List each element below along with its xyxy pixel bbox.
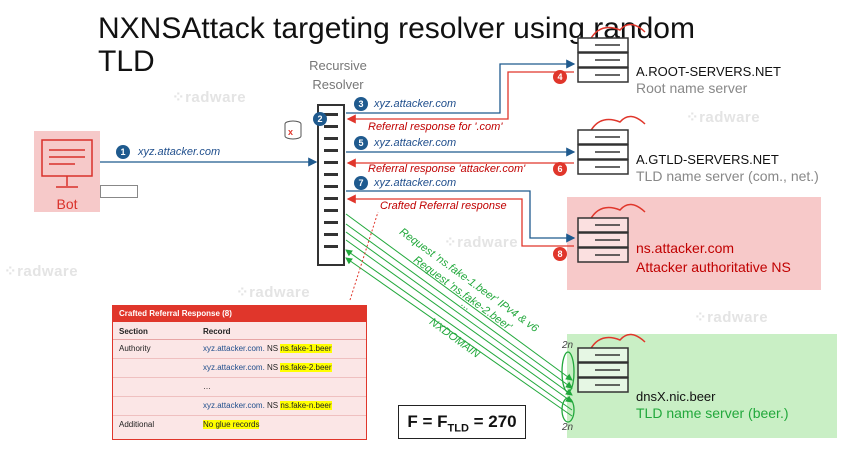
watermark-4: radware	[4, 262, 78, 280]
formula-sub: TLD	[447, 422, 469, 435]
step-badge-1: 1	[116, 145, 130, 159]
step-badge-8: 8	[553, 247, 567, 261]
gtld-server-name: A.GTLD-SERVERS.NET	[636, 152, 779, 167]
row-section	[119, 363, 203, 373]
gtld-server-icon	[577, 115, 646, 175]
row-ns: NS	[267, 344, 279, 353]
gtld-server-desc: TLD name server (com., net.)	[636, 168, 819, 184]
row-section: Additional	[119, 420, 155, 429]
n2-label-top: 2n	[562, 340, 574, 351]
row-section: Authority	[119, 344, 151, 353]
tld-server-name: dnsX.nic.beer	[636, 389, 716, 404]
watermark-3: radware	[444, 233, 518, 251]
crafted-referral-table: Crafted Referral Response (8) Section Re…	[112, 305, 367, 440]
keyboard-icon	[100, 185, 138, 198]
row-section	[119, 382, 203, 392]
watermark-6: radware	[694, 308, 768, 326]
table-row: Authority xyz.attacker.com. NS ns.fake-1…	[113, 340, 366, 359]
row-ns: NS	[267, 401, 279, 410]
step-badge-2: 2	[313, 112, 327, 126]
formula-lhs: F = F	[407, 412, 448, 431]
n2-label-bottom: 2n	[562, 422, 574, 433]
col-record: Record	[203, 327, 231, 336]
table-row: xyz.attacker.com. NS ns.fake-2.beer	[113, 359, 366, 378]
step-6-text: Referral response 'attacker.com'	[368, 163, 526, 175]
bot-label: Bot	[56, 196, 78, 212]
step-7-text: xyz.attacker.com	[374, 177, 457, 189]
step-3-text: xyz.attacker.com	[374, 98, 457, 110]
row-domain: xyz.attacker.com.	[203, 363, 265, 372]
tld-server-desc: TLD name server (beer.)	[636, 405, 789, 421]
row-section	[119, 401, 203, 411]
resolver-label: Recursive Resolver	[309, 58, 367, 92]
nxdomain-request-lines	[345, 213, 573, 417]
row-domain: xyz.attacker.com.	[203, 401, 265, 410]
svg-text:x: x	[288, 127, 293, 137]
row-target: ns.fake-2.beer	[280, 363, 332, 372]
root-server-desc: Root name server	[636, 80, 748, 96]
formula-box: F = FTLD = 270	[398, 405, 526, 439]
arrow-step-7	[346, 190, 576, 243]
step-1-text: xyz.attacker.com	[138, 146, 221, 158]
row-ellipsis: …	[203, 382, 211, 391]
arrow-step-4	[346, 71, 574, 124]
table-row: Additional No glue records	[113, 416, 366, 434]
step-8-text: Crafted Referral response	[380, 200, 507, 212]
attacker-server-desc: Attacker authoritative NS	[636, 259, 791, 275]
tld-server-icon	[577, 333, 646, 393]
step-badge-7: 7	[354, 176, 368, 190]
request-group-oval-1	[561, 351, 575, 393]
watermark-5: radware	[236, 283, 310, 301]
root-server-icon	[577, 23, 646, 83]
step-badge-3: 3	[354, 97, 368, 111]
row-target: ns.fake-1.beer	[280, 344, 332, 353]
root-server-name: A.ROOT-SERVERS.NET	[636, 64, 781, 79]
step-4-text: Referral response for '.com'	[368, 121, 503, 133]
formula-rhs: = 270	[468, 412, 517, 431]
watermark-1: radware	[172, 88, 246, 106]
cache-miss-icon: x	[284, 120, 302, 140]
resolver-rack-icon	[317, 104, 345, 266]
watermark-2: radware	[686, 108, 760, 126]
attacker-server-icon	[577, 203, 646, 263]
row-target: ns.fake-n.beer	[280, 401, 332, 410]
table-columns: Section Record	[113, 322, 366, 340]
col-section: Section	[119, 327, 148, 336]
attacker-server-name: ns.attacker.com	[636, 240, 735, 256]
step-5-text: xyz.attacker.com	[374, 137, 457, 149]
step-badge-5: 5	[354, 136, 368, 150]
computer-icon	[41, 139, 93, 188]
request-group-oval-2	[561, 397, 575, 423]
row-domain: xyz.attacker.com.	[203, 344, 265, 353]
step-badge-6: 6	[553, 162, 567, 176]
table-row: xyz.attacker.com. NS ns.fake-n.beer	[113, 397, 366, 416]
row-ns: NS	[267, 363, 279, 372]
row-target: No glue records	[203, 420, 260, 429]
table-connector	[349, 211, 379, 301]
arrow-step-8	[346, 194, 574, 247]
arrow-step-3	[346, 59, 576, 114]
page-title: NXNSAttack targeting resolver using rand…	[98, 12, 695, 78]
step-badge-4: 4	[553, 70, 567, 84]
table-row: …	[113, 378, 366, 397]
table-header: Crafted Referral Response (8)	[113, 306, 366, 322]
